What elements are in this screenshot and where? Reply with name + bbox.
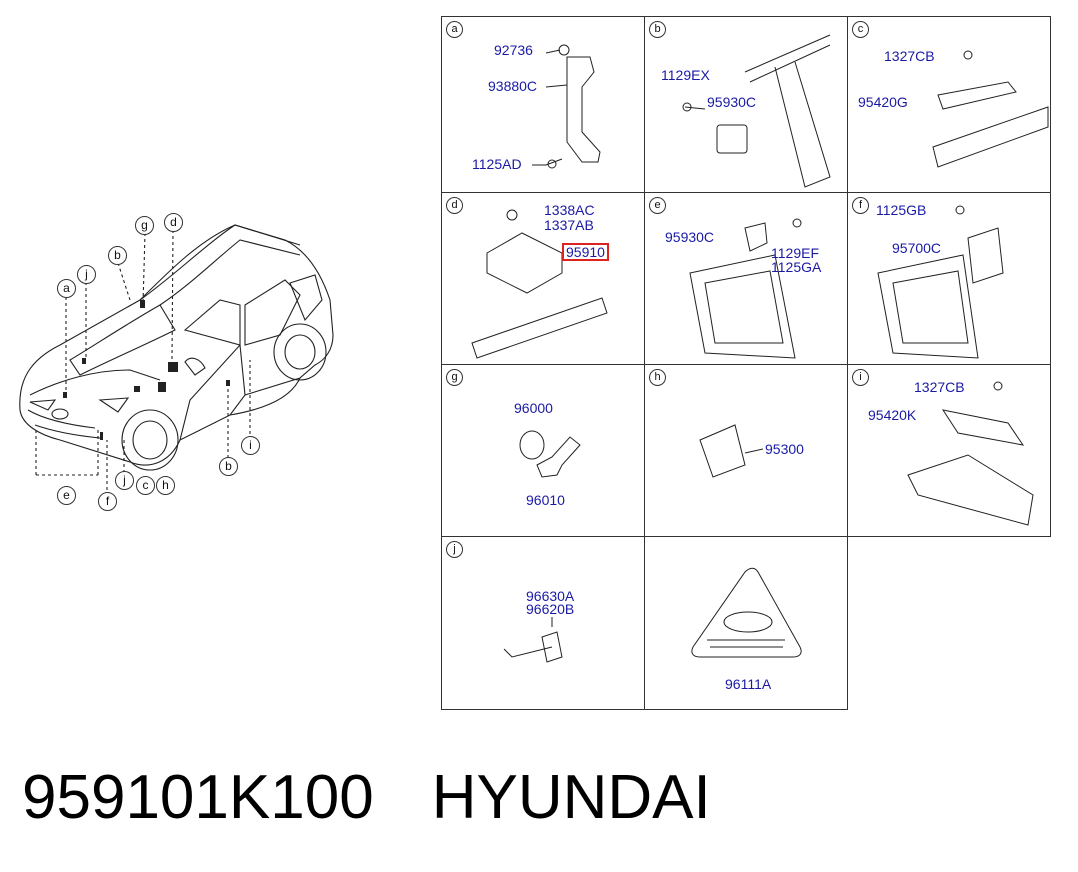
panel-label: g bbox=[446, 369, 463, 386]
module-illustration bbox=[877, 205, 1004, 359]
key-illustration bbox=[519, 430, 581, 478]
part-number[interactable]: 1327CB bbox=[914, 379, 965, 395]
vehicle-overview-diagram bbox=[19, 224, 334, 490]
part-number[interactable]: 96111A bbox=[725, 676, 772, 692]
crash-sensor-illustration bbox=[689, 218, 802, 359]
panel-e[interactable]: e 95930C 1129EF 1125GA bbox=[644, 192, 848, 365]
part-number[interactable]: 92736 bbox=[494, 42, 533, 58]
panel-label: j bbox=[446, 541, 463, 558]
part-number[interactable]: 96010 bbox=[526, 492, 565, 508]
panel-label: c bbox=[852, 21, 869, 38]
part-number[interactable]: 95930C bbox=[707, 94, 757, 110]
part-number[interactable]: 95420K bbox=[868, 407, 917, 423]
part-number[interactable]: 95300 bbox=[765, 441, 804, 457]
part-number[interactable]: 1125AD bbox=[472, 156, 522, 172]
panel-label: b bbox=[649, 21, 666, 38]
footer: 959101K100 HYUNDAI bbox=[22, 762, 769, 833]
part-number[interactable]: 96630A bbox=[526, 588, 575, 604]
antenna-illustration bbox=[932, 50, 1049, 168]
panel-j[interactable]: j 96630A 96620B bbox=[441, 536, 645, 710]
panel-label: f bbox=[852, 197, 869, 214]
control-unit-illustration bbox=[699, 424, 764, 478]
part-number[interactable]: 1129EX bbox=[661, 67, 710, 83]
panel-g[interactable]: g 96000 96010 bbox=[441, 364, 645, 537]
car-callout-a[interactable]: a bbox=[57, 279, 76, 298]
part-number[interactable]: 93880C bbox=[488, 78, 538, 94]
panel-b[interactable]: b 1129EX 95930C bbox=[644, 16, 848, 193]
panel-label: a bbox=[446, 21, 463, 38]
part-number[interactable]: 1129EF bbox=[771, 245, 819, 261]
part-number[interactable]: 1125GA bbox=[771, 259, 822, 275]
part-number[interactable]: 95700C bbox=[892, 240, 942, 256]
panel-h[interactable]: h 95300 bbox=[644, 364, 848, 537]
car-callout-b2[interactable]: b bbox=[219, 457, 238, 476]
warning-triangle-sticker bbox=[691, 567, 802, 658]
car-callout-e[interactable]: e bbox=[57, 486, 76, 505]
panel-i[interactable]: i 1327CB 95420K bbox=[847, 364, 1051, 537]
immobilizer-antenna-illustration bbox=[503, 617, 563, 663]
car-callout-i[interactable]: i bbox=[241, 436, 260, 455]
part-number[interactable]: 96620B bbox=[526, 601, 575, 617]
part-number[interactable]: 1125GB bbox=[876, 202, 927, 218]
bracket-illustration bbox=[532, 44, 601, 169]
car-callout-j[interactable]: j bbox=[77, 265, 96, 284]
part-number[interactable]: 95930C bbox=[665, 229, 715, 245]
brand-name: HYUNDAI bbox=[431, 763, 711, 832]
panel-a[interactable]: a 92736 93880C 1125AD bbox=[441, 16, 645, 193]
panel-f[interactable]: f 1125GB 95700C bbox=[847, 192, 1051, 365]
car-callout-b[interactable]: b bbox=[108, 246, 127, 265]
car-callout-f[interactable]: f bbox=[98, 492, 117, 511]
panel-label: e bbox=[649, 197, 666, 214]
airbag-module-illustration bbox=[471, 209, 608, 359]
part-number[interactable]: 1337AB bbox=[544, 217, 594, 233]
panel-d[interactable]: d 1338AC 1337AB 95910 bbox=[441, 192, 645, 365]
highlighted-part-number[interactable]: 95910 bbox=[562, 243, 609, 261]
panel-c[interactable]: c 1327CB 95420G bbox=[847, 16, 1051, 193]
sensor-illustration bbox=[682, 34, 831, 188]
part-number[interactable]: 1327CB bbox=[884, 48, 935, 64]
antenna-tray-illustration bbox=[907, 381, 1034, 526]
panel-label: i bbox=[852, 369, 869, 386]
car-callout-d[interactable]: d bbox=[164, 213, 183, 232]
part-number[interactable]: 1338AC bbox=[544, 202, 595, 218]
part-number-title: 959101K100 bbox=[22, 763, 374, 832]
part-number[interactable]: 96000 bbox=[514, 400, 553, 416]
part-number[interactable]: 95420G bbox=[858, 94, 908, 110]
panel-label: h bbox=[649, 369, 666, 386]
car-callout-j2[interactable]: j bbox=[115, 471, 134, 490]
panel-label: d bbox=[446, 197, 463, 214]
car-callout-h[interactable]: h bbox=[156, 476, 175, 495]
car-callout-g[interactable]: g bbox=[135, 216, 154, 235]
panel-warning-label[interactable]: 96111A bbox=[644, 536, 848, 710]
car-callout-c[interactable]: c bbox=[136, 476, 155, 495]
